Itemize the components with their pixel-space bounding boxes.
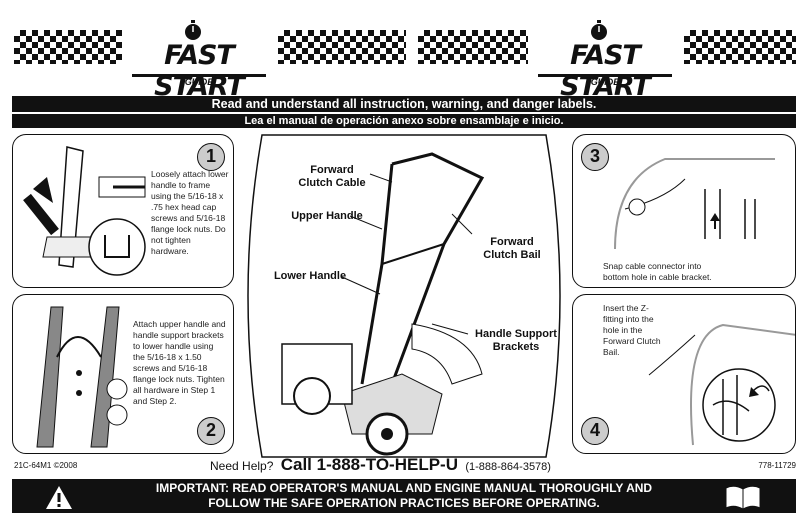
step-4-text: Insert the Z-fitting into the hole in th… [603,303,661,357]
step-4-number: 4 [581,417,609,445]
logo-title: FAST START [154,40,245,102]
callout-forward-clutch-bail: Forward Clutch Bail [483,236,541,261]
logo-left: FAST START GUIDE [124,18,274,102]
logo-subtitle: GUIDE [184,77,214,87]
logo-title: FAST START [560,40,651,102]
callout-handle-support-brackets: Handle Support Brackets [475,328,557,353]
logo-subtitle: GUIDE [590,77,620,87]
step-4-illustration [648,323,795,446]
checker-strip-2 [278,30,406,64]
step-2-text: Attach upper handle and handle support b… [133,319,226,406]
step-3-text: Snap cable connector into bottom hole in… [603,261,712,282]
step-4-panel: Insert the Z-fitting into the hole in th… [572,294,796,454]
manual-book-icon [725,485,761,510]
step-1-panel: Loosely attach lower handle to frame usi… [12,134,234,288]
arrow-icon [749,387,759,397]
step-1-text: Loosely attach lower handle to frame usi… [151,169,229,256]
step-1-number: 1 [197,143,225,171]
stopwatch-icon [185,20,201,40]
logo-bar [538,74,672,77]
checker-strip-1 [14,30,122,64]
logo-bar [132,74,266,77]
important-bar: IMPORTANT: READ OPERATOR'S MANUAL AND EN… [12,479,796,513]
callout-upper-handle: Upper Handle [291,210,363,222]
help-line: Need Help? Call 1-888-TO-HELP-U (1-888-8… [210,455,551,475]
step-2-number: 2 [197,417,225,445]
callout-forward-clutch-cable: Forward Clutch Cable [298,164,366,189]
logo-right: FAST START GUIDE [530,18,680,102]
important-line-2: FOLLOW THE SAFE OPERATION PRACTICES BEFO… [208,496,600,510]
banner-spanish: Lea el manual de operación anexo sobre e… [12,114,796,128]
doc-number: 778-11729 [758,461,796,470]
banner-english: Read and understand all instruction, war… [12,96,796,112]
need-help-label: Need Help? [210,459,274,473]
warning-icon [46,486,72,509]
important-line-1: IMPORTANT: READ OPERATOR'S MANUAL AND EN… [155,481,653,495]
part-code: 21C-64M1 ©2008 [14,461,78,470]
help-phone: Call 1-888-TO-HELP-U [280,455,458,474]
callout-lower-handle: Lower Handle [273,270,347,282]
step-3-illustration [614,158,775,250]
tiller-illustration [281,152,485,456]
help-phone-alt: (1-888-864-3578) [465,461,551,473]
checker-strip-3 [418,30,528,64]
step-3-panel: Snap cable connector into bottom hole in… [572,134,796,288]
center-panel: Forward Clutch Cable Upper Handle Forwar… [232,134,576,458]
step-2-panel: Attach upper handle and handle support b… [12,294,234,454]
checker-strip-4 [684,30,796,64]
arrow-icon [710,213,720,221]
step-2-illustration [36,306,128,448]
step-3-number: 3 [581,143,609,171]
step-1-illustration [23,146,146,276]
stopwatch-icon [591,20,607,40]
